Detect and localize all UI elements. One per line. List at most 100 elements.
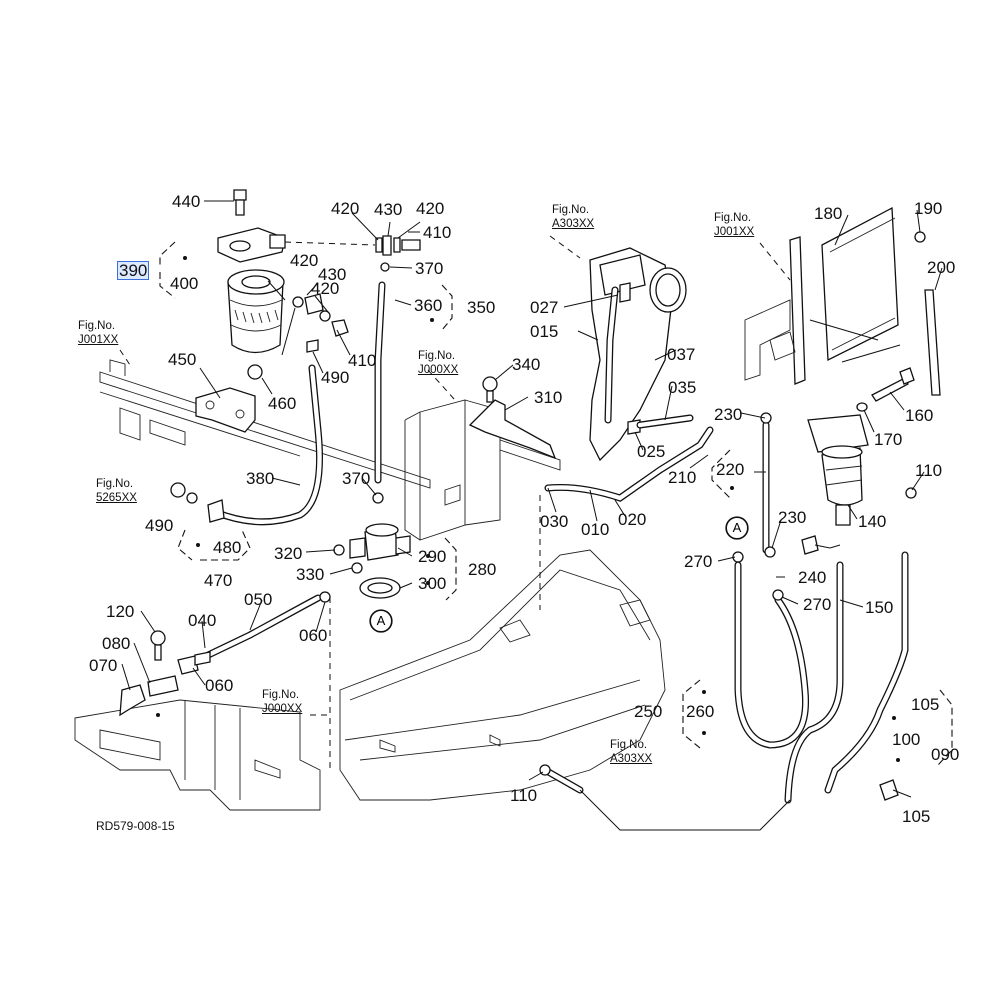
filler-neck[interactable]: [589, 247, 694, 462]
part-label-260[interactable]: 260: [686, 702, 715, 721]
part-label-070[interactable]: 070: [89, 656, 118, 675]
part-label-420[interactable]: 420: [416, 199, 445, 218]
part-label-170[interactable]: 170: [874, 430, 903, 449]
fig-ref-code: J000XX: [262, 702, 303, 715]
fig-ref-code: A303XX: [610, 752, 653, 765]
fig-ref-code: A303XX: [552, 217, 595, 230]
part-label-290[interactable]: 290: [418, 547, 447, 566]
fig-ref-title: Fig.No.: [610, 739, 648, 751]
fig-ref-title: Fig.No.: [418, 350, 456, 362]
part-label-390[interactable]: 390: [116, 261, 150, 280]
fig-ref-j000xx-bottom[interactable]: Fig.No. J000XX: [262, 689, 302, 717]
part-label-190[interactable]: 190: [914, 199, 943, 218]
part-label-280[interactable]: 280: [468, 560, 497, 579]
part-label-270[interactable]: 270: [803, 595, 832, 614]
part-label-080[interactable]: 080: [102, 634, 131, 653]
part-label-230[interactable]: 230: [714, 405, 743, 424]
part-label-015[interactable]: 015: [530, 322, 559, 341]
fig-ref-j001xx-left[interactable]: Fig.No. J001XX: [78, 320, 118, 348]
part-label-090[interactable]: 090: [931, 745, 960, 764]
leader-lines: [121, 200, 943, 798]
fig-ref-title: Fig.No.: [552, 204, 590, 216]
part-label-025[interactable]: 025: [637, 442, 666, 461]
part-label-030[interactable]: 030: [540, 512, 569, 531]
part-label-320[interactable]: 320: [274, 544, 303, 563]
part-label-240[interactable]: 240: [798, 568, 827, 587]
part-label-420[interactable]: 420: [311, 279, 340, 298]
part-label-350[interactable]: 350: [467, 298, 496, 317]
marker-a-label-1: A: [370, 610, 392, 632]
fig-ref-a303xx-bottom[interactable]: Fig.No. A303XX: [610, 739, 652, 767]
hoses: [198, 281, 909, 831]
fig-ref-title: Fig.No.: [714, 212, 752, 224]
part-label-490[interactable]: 490: [321, 368, 350, 387]
part-label-430[interactable]: 430: [318, 265, 347, 284]
part-label-060[interactable]: 060: [299, 626, 328, 645]
part-label-230[interactable]: 230: [778, 508, 807, 527]
part-label-310[interactable]: 310: [534, 388, 563, 407]
water-separator[interactable]: [801, 367, 915, 555]
part-label-220[interactable]: 220: [716, 460, 745, 479]
fuel-filter-assembly[interactable]: [195, 189, 286, 433]
part-label-027[interactable]: 027: [530, 298, 559, 317]
fig-ref-j001xx-right[interactable]: Fig.No. J001XX: [714, 212, 754, 240]
part-label-037[interactable]: 037: [667, 345, 696, 364]
fig-ref-code: J000XX: [418, 363, 459, 376]
part-label-105[interactable]: 105: [902, 807, 931, 826]
fig-ref-j000xx-mid[interactable]: Fig.No. J000XX: [418, 350, 458, 378]
guard-plate: [744, 206, 941, 396]
part-label-490[interactable]: 490: [145, 516, 174, 535]
part-label-120[interactable]: 120: [106, 602, 135, 621]
fig-ref-a303xx-top[interactable]: Fig.No. A303XX: [552, 204, 594, 232]
part-label-450[interactable]: 450: [168, 350, 197, 369]
part-label-410[interactable]: 410: [423, 223, 452, 242]
part-label-110[interactable]: 110: [510, 786, 538, 805]
part-label-035[interactable]: 035: [668, 378, 697, 397]
part-label-110[interactable]: 110: [915, 461, 943, 480]
part-label-420[interactable]: 420: [290, 251, 319, 270]
bullets: [156, 256, 900, 762]
part-label-020[interactable]: 020: [618, 510, 647, 529]
part-label-370[interactable]: 370: [342, 469, 371, 488]
part-label-150[interactable]: 150: [865, 598, 894, 617]
clamps: [170, 412, 917, 801]
part-label-360[interactable]: 360: [414, 296, 443, 315]
diagram-code: RD579-008-15: [96, 819, 175, 833]
part-label-105[interactable]: 105: [911, 695, 940, 714]
fig-ref-code: J001XX: [78, 333, 119, 346]
part-label-430[interactable]: 430: [374, 200, 403, 219]
part-label-480[interactable]: 480: [213, 538, 242, 557]
fuel-pump[interactable]: [333, 523, 411, 599]
part-label-100[interactable]: 100: [892, 730, 921, 749]
part-label-340[interactable]: 340: [512, 355, 541, 374]
mount-bracket: [468, 376, 557, 460]
part-label-200[interactable]: 200: [927, 258, 956, 277]
part-label-140[interactable]: 140: [858, 512, 887, 531]
part-label-180[interactable]: 180: [814, 204, 843, 223]
part-label-300[interactable]: 300: [418, 574, 447, 593]
fig-ref-5265xx[interactable]: Fig.No. 5265XX: [96, 478, 137, 506]
part-label-050[interactable]: 050: [244, 590, 273, 609]
part-label-400[interactable]: 400: [170, 274, 199, 293]
part-label-330[interactable]: 330: [296, 565, 325, 584]
part-label-010[interactable]: 010: [581, 520, 610, 539]
part-label-440[interactable]: 440: [172, 192, 201, 211]
frame-and-tank: [74, 359, 666, 811]
part-label-250[interactable]: 250: [634, 702, 663, 721]
part-label-060[interactable]: 060: [205, 676, 234, 695]
fig-ref-title: Fig.No.: [96, 478, 134, 490]
fig-ref-title: Fig.No.: [262, 689, 300, 701]
part-label-210[interactable]: 210: [668, 468, 697, 487]
part-label-380[interactable]: 380: [246, 469, 275, 488]
part-label-460[interactable]: 460: [268, 394, 297, 413]
part-label-470[interactable]: 470: [204, 571, 233, 590]
part-label-370[interactable]: 370: [415, 259, 444, 278]
part-label-410[interactable]: 410: [348, 351, 377, 370]
part-label-270[interactable]: 270: [684, 552, 713, 571]
fig-ref-code: J001XX: [714, 225, 755, 238]
part-label-420[interactable]: 420: [331, 199, 360, 218]
part-label-040[interactable]: 040: [188, 611, 217, 630]
part-label-160[interactable]: 160: [905, 406, 934, 425]
